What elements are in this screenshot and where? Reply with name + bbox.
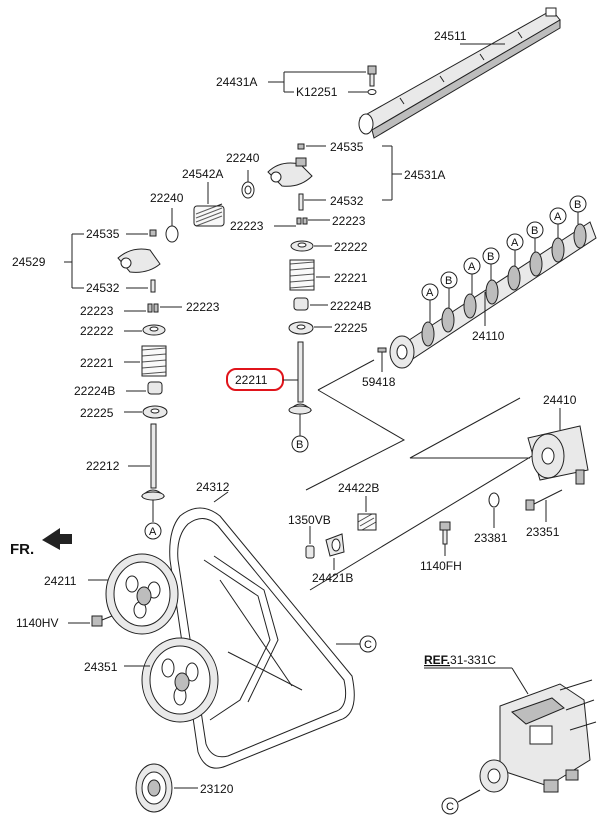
camshaft [389,221,597,369]
rocker-arm-intake [117,229,161,293]
tensioner-pin [325,533,345,557]
valve-exhaust [288,341,313,415]
washer-left [142,405,168,419]
retainer-right [290,240,314,252]
front-arrow-icon [42,528,72,550]
label-cotter-right-a: 22223 [230,219,264,233]
label-exh-screw: 24532 [330,194,364,208]
label-washer-left: 22225 [80,406,114,420]
crank-sprocket [135,763,173,813]
label-int-nut: 24535 [86,227,120,241]
label-exh-nut: 24535 [330,140,364,154]
rocker-arm-exhaust [267,143,313,211]
small-bolt [305,545,315,559]
label-flange-bolt-right: 1140FH [420,559,462,573]
callout-a-cam2: A [468,261,476,273]
pin-59418 [377,347,387,353]
flange-bolt-right [439,521,451,545]
label-rocker-intake: 24529 [12,255,46,269]
ref-label: REF.31-331C [424,653,496,667]
cotter-right [296,217,308,225]
callout-c-pump: C [446,801,454,813]
label-cotter-left-b: 22223 [186,300,220,314]
label-spring-right: 22221 [334,271,368,285]
label-spring-assy: 24542A [182,167,223,181]
cotter-left [147,303,159,313]
label-seat-small: 22240 [150,191,184,205]
retainer-left [142,324,166,336]
seal-left [147,381,163,395]
rocker-bolt [367,65,377,95]
stud-bolt [525,489,563,511]
label-small-washer: 23381 [474,531,508,545]
seat-22240-small [165,225,179,243]
label-sprocket-bolt: 1140HV [16,616,58,630]
callout-a-cam4: A [554,211,562,223]
callout-a-cam3: A [511,237,519,249]
crank-pulley [141,637,219,723]
label-seal-left: 22224B [74,384,115,398]
front-label: FR. [10,541,34,558]
cam-sprocket [105,553,179,635]
sprocket-bolt [91,615,113,627]
seat-22240-upper [241,181,255,199]
timing-belt [169,507,355,769]
label-stud-bolt: 23351 [526,525,560,539]
callout-a-cam1: A [426,287,434,299]
seal-right [293,297,309,311]
label-int-screw: 24532 [86,281,120,295]
label-small-bolt: 1350VB [288,513,331,527]
small-washer [488,492,500,508]
label-seat-upper: 22240 [226,151,260,165]
label-pin: 59418 [362,375,396,389]
label-tensioner-spring: 24422B [338,481,379,495]
spring-left [141,345,167,377]
label-k-bolt: K12251 [296,85,338,99]
injection-pump [479,679,597,793]
label-rocker-shaft: 24511 [434,29,467,43]
callout-a-valve: A [149,526,157,538]
callout-b-cam3: B [531,225,538,237]
label-crank-pulley: 24351 [84,660,118,674]
label-tensioner-pin: 24421B [312,571,353,585]
label-retainer-left: 22222 [80,324,114,338]
label-spring-left: 22221 [80,356,114,370]
label-valve-exhaust: 22211 [235,373,268,387]
tensioner-spring [357,513,377,531]
tensioner-assy [527,425,589,485]
washer-right [288,321,314,335]
label-washer-right: 22225 [334,321,368,335]
callout-b-cam2: B [487,251,494,263]
label-cotter-right-b: 22223 [332,214,366,228]
label-retainer-right: 22222 [334,240,368,254]
label-seal-right: 22224B [330,299,371,313]
callout-b-cam4: B [574,199,581,211]
valve-spring-assy [193,203,225,227]
rocker-shaft [358,7,561,139]
callout-b-cam1: B [445,275,452,287]
label-camshaft: 24110 [472,329,505,343]
label-cam-sprocket: 24211 [44,574,77,588]
callout-c-belt: C [364,639,372,651]
label-rocker-bolt: 24431A [216,75,257,89]
label-tensioner: 24410 [543,393,577,407]
spring-right [289,259,315,291]
callout-b-valve: B [296,439,303,451]
label-timing-belt: 24312 [196,480,230,494]
label-rocker-exhaust: 24531A [404,168,445,182]
label-valve-intake: 22212 [86,459,120,473]
valve-intake [140,423,166,501]
label-cotter-left-a: 22223 [80,304,114,318]
label-crank-sprocket: 23120 [200,782,234,796]
